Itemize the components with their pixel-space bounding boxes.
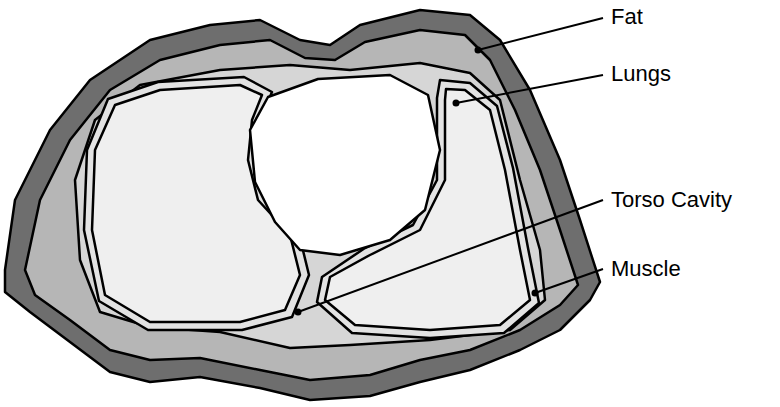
- heart: [250, 75, 440, 255]
- leader-line: [535, 269, 603, 293]
- part-label: Fat: [611, 3, 643, 31]
- part-label: Muscle: [611, 255, 681, 283]
- leader-dot: [532, 290, 539, 297]
- leader-line: [478, 18, 603, 50]
- leader-dot: [475, 47, 482, 54]
- fat-layer: [5, 10, 600, 400]
- muscle-layer: [25, 30, 578, 380]
- leader-dot: [453, 100, 460, 107]
- part-label: Lungs: [611, 60, 671, 88]
- torso-cavity: [75, 63, 545, 348]
- leader-line: [298, 200, 603, 312]
- leader-line: [456, 75, 603, 103]
- part-label: Torso Cavity: [611, 186, 732, 214]
- leader-dot: [295, 309, 302, 316]
